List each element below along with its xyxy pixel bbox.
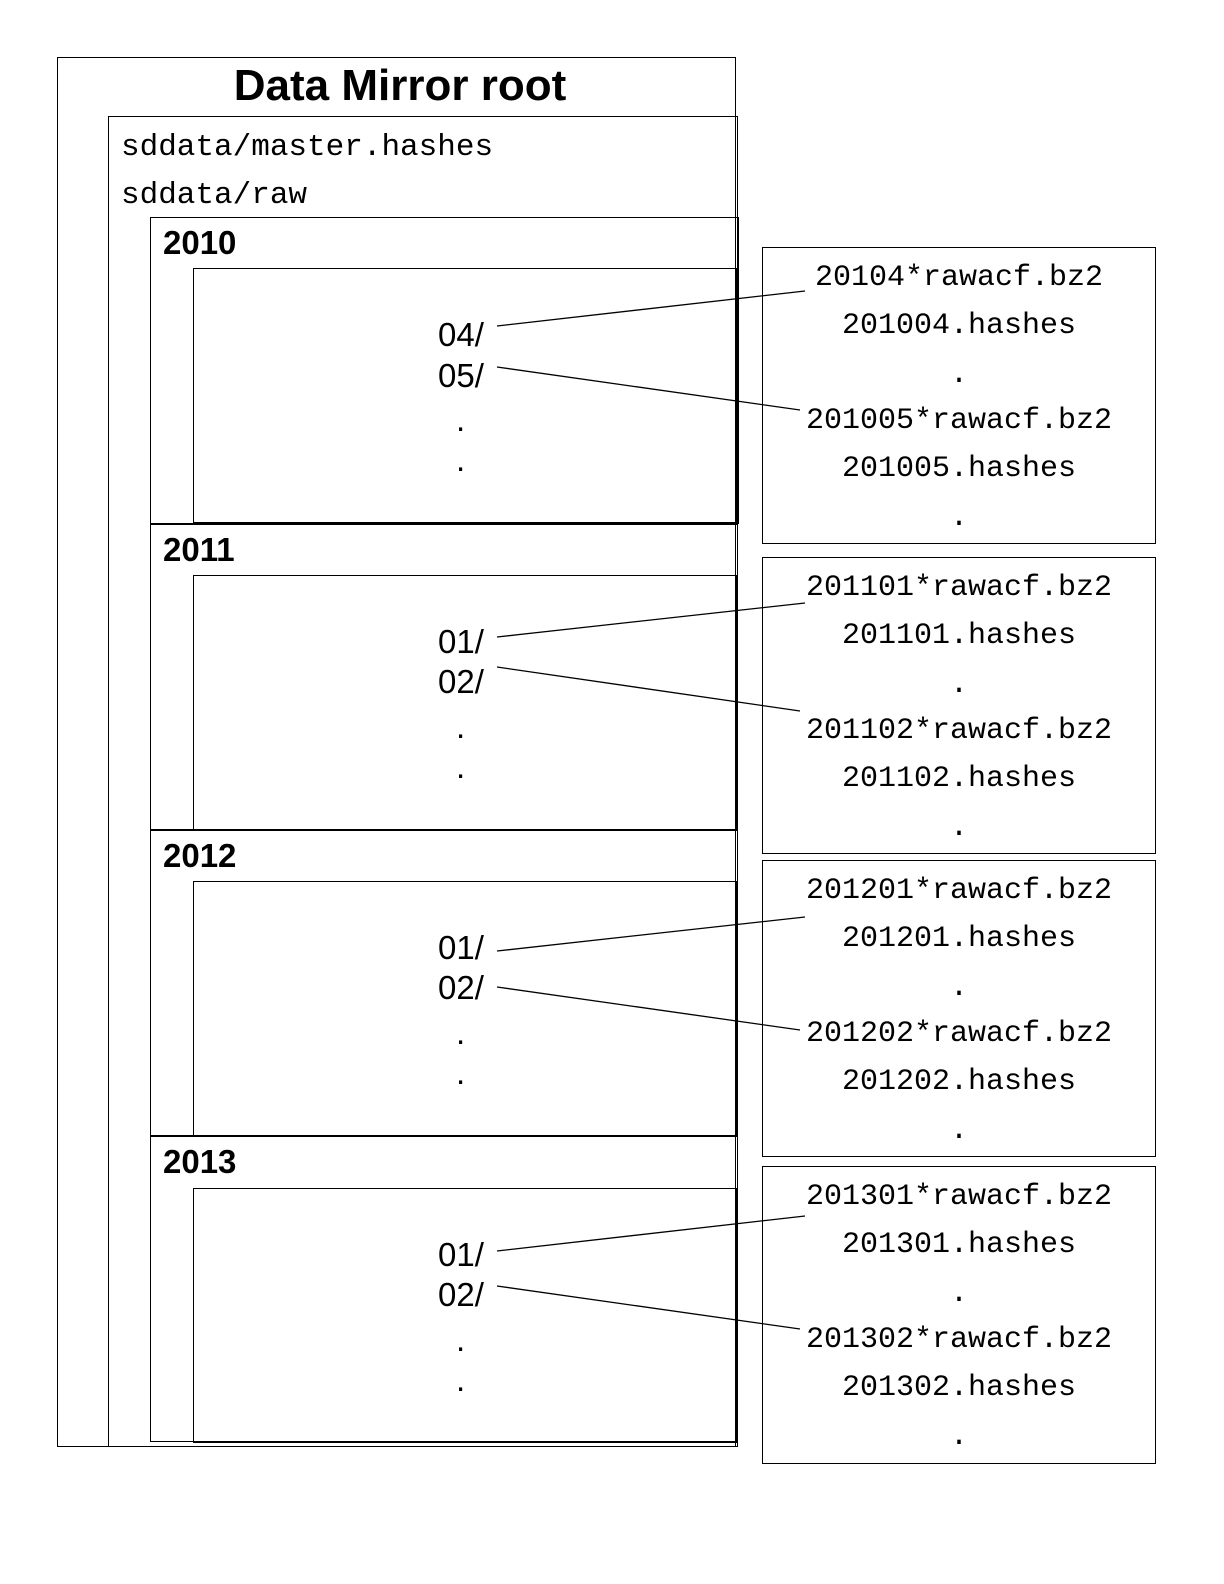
year-2011-month-box bbox=[193, 575, 737, 830]
subdir-2011-01: 01/ bbox=[438, 623, 484, 660]
ellipsis-dot: . bbox=[456, 1361, 466, 1398]
file-entry: 201004.hashes bbox=[841, 309, 1077, 343]
file-entry: 201302.hashes bbox=[841, 1371, 1077, 1405]
year-2010-label: 2010 bbox=[163, 224, 237, 261]
file-entry: 201201*rawacf.bz2 bbox=[805, 874, 1113, 908]
file-entry: . bbox=[949, 1420, 968, 1454]
ellipsis-dot: . bbox=[456, 1014, 466, 1051]
file-entry: . bbox=[949, 1277, 968, 1311]
subdir-2010-04: 04/ bbox=[438, 316, 484, 353]
file-entry: 201102*rawacf.bz2 bbox=[805, 714, 1113, 748]
ellipsis-dot: . bbox=[456, 401, 466, 438]
file-entry: 201201.hashes bbox=[841, 922, 1077, 956]
year-2013-label: 2013 bbox=[163, 1143, 237, 1180]
file-entry: . bbox=[949, 811, 968, 845]
subdir-2013-02: 02/ bbox=[438, 1276, 484, 1313]
file-entry: . bbox=[949, 668, 968, 702]
file-entry: 201301*rawacf.bz2 bbox=[805, 1180, 1113, 1214]
root-title: Data Mirror root bbox=[233, 61, 567, 110]
ellipsis-dot: . bbox=[456, 1054, 466, 1091]
ellipsis-dot: . bbox=[456, 1321, 466, 1358]
file-entry: . bbox=[949, 971, 968, 1005]
file-entry: . bbox=[949, 358, 968, 392]
file-entry: . bbox=[949, 501, 968, 535]
year-2012-month-box bbox=[193, 881, 737, 1136]
file-entry: 201301.hashes bbox=[841, 1228, 1077, 1262]
file-entry: 201101*rawacf.bz2 bbox=[805, 571, 1113, 605]
subdir-2012-02: 02/ bbox=[438, 969, 484, 1006]
ellipsis-dot: . bbox=[456, 708, 466, 745]
subdir-2010-05: 05/ bbox=[438, 357, 484, 394]
subdir-2012-01: 01/ bbox=[438, 929, 484, 966]
ellipsis-dot: . bbox=[456, 441, 466, 478]
file-entry: 20104*rawacf.bz2 bbox=[814, 261, 1104, 295]
ellipsis-dot: . bbox=[456, 748, 466, 785]
file-entry: 201101.hashes bbox=[841, 619, 1077, 653]
master-hashes-entry: sddata/master.hashes bbox=[121, 130, 494, 165]
file-entry: . bbox=[949, 1114, 968, 1148]
file-entry: 201102.hashes bbox=[841, 762, 1077, 796]
file-entry: 201005.hashes bbox=[841, 452, 1077, 486]
file-entry: 201202*rawacf.bz2 bbox=[805, 1017, 1113, 1051]
raw-entry: sddata/raw bbox=[121, 178, 308, 213]
subdir-2013-01: 01/ bbox=[438, 1236, 484, 1273]
subdir-2011-02: 02/ bbox=[438, 663, 484, 700]
year-2012-label: 2012 bbox=[163, 837, 237, 874]
file-entry: 201005*rawacf.bz2 bbox=[805, 404, 1113, 438]
year-2011-label: 2011 bbox=[163, 531, 235, 568]
file-entry: 201302*rawacf.bz2 bbox=[805, 1323, 1113, 1357]
year-2013-month-box bbox=[193, 1188, 737, 1443]
file-entry: 201202.hashes bbox=[841, 1065, 1077, 1099]
